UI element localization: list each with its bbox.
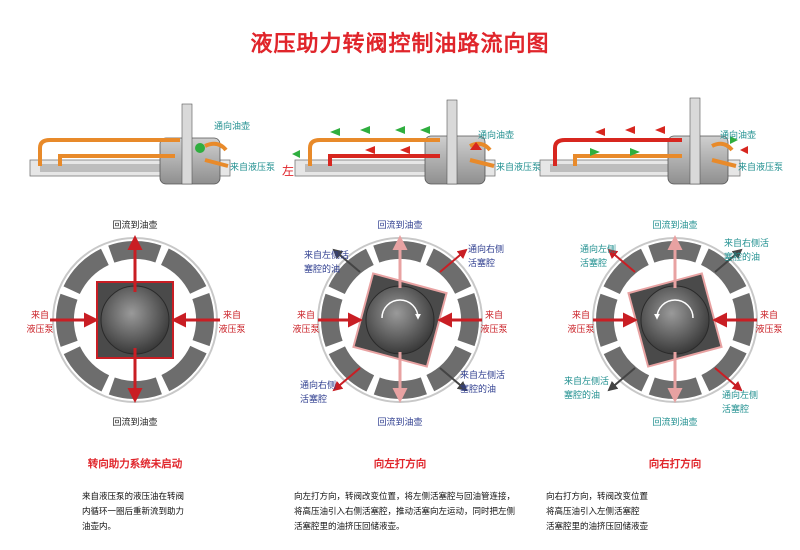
valve-3-right-label-2: 液压泵: [755, 323, 782, 335]
mech-1-return-label: 通向油壶: [214, 120, 250, 132]
description-2: 向左打方向，转阀改变位置，将左侧活塞腔与回油管连接， 将高压油引入右侧活塞腔，推…: [294, 490, 539, 535]
description-2-line-2: 将高压油引入右侧活塞腔，推动活塞向左运动，同时把左侧: [294, 507, 516, 517]
valve-3-left-label-2: 液压泵: [567, 323, 594, 335]
caption-3: 向右打方向: [648, 458, 702, 470]
valve-2-upper-left-label-2: 塞腔的油: [304, 263, 340, 275]
valve-2-lower-right-label-2: 塞腔的油: [460, 383, 496, 395]
valve-2-upper-left-label-1: 来自左侧活: [304, 249, 349, 261]
valve-3-top-label: 回流到油壶: [652, 219, 697, 231]
valve-2-bottom-label: 回流到油壶: [377, 416, 422, 428]
description-1-line-2: 内循环一圈后重新流到助力: [82, 507, 185, 517]
valve-2-upper-right-label-2: 活塞腔: [468, 257, 495, 269]
valve-1-top-label: 回流到油壶: [112, 219, 157, 231]
valve-2: [317, 235, 483, 403]
valve-3-upper-left-label-1: 通向左侧: [580, 243, 616, 255]
valve-2-lower-left-label-1: 通向右侧: [300, 379, 336, 391]
valve-2-right-label-2: 液压泵: [480, 323, 507, 335]
description-3-line-1: 向右打方向，转阀改变位置: [546, 492, 649, 502]
mechanism-2: [292, 99, 496, 185]
mech-3-return-label: 通向油壶: [720, 129, 756, 141]
valve-2-lower-right-label-1: 来自左侧活: [460, 369, 505, 381]
valve-3-upper-left-label-2: 活塞腔: [580, 257, 607, 269]
description-3-line-3: 活塞腔里的油挤压回储液壶: [546, 522, 649, 532]
description-1-line-3: 油壶内。: [82, 522, 117, 532]
valve-1-right-label-2: 液压泵: [218, 323, 245, 335]
flow-arrows-green-3: [590, 136, 738, 156]
caption-1: 转向助力系统未启动: [87, 458, 183, 470]
mech-2-return-label: 通向油壶: [478, 129, 514, 141]
valve-3: [592, 235, 758, 403]
valve-3-upper-right-label-2: 塞腔的油: [724, 251, 760, 263]
mech-3-supply-label: 来自液压泵: [738, 161, 783, 173]
page-title: 液压助力转阀控制油路流向图: [250, 32, 550, 57]
valve-3-left-label-1: 来自: [572, 309, 590, 321]
mech-1-supply-label: 来自液压泵: [230, 161, 275, 173]
valve-2-top-label: 回流到油壶: [377, 219, 422, 231]
valve-2-right-label-1: 来自: [485, 309, 503, 321]
description-2-line-1: 向左打方向，转阀改变位置，将左侧活塞腔与回油管连接，: [294, 492, 516, 502]
valve-1: [50, 235, 220, 403]
flow-arrows-red: [365, 142, 482, 154]
valve-1-right-label-1: 来自: [223, 309, 241, 321]
valve-2-upper-right-label-1: 通向右侧: [468, 243, 504, 255]
valve-3-upper-right-label-1: 来自右侧活: [724, 237, 769, 249]
valve-3-bottom-label: 回流到油壶: [652, 416, 697, 428]
mech-2-side-label: 左: [282, 163, 294, 178]
valve-3-lower-right-label-2: 活塞腔: [722, 403, 749, 415]
mech-2-supply-label: 来自液压泵: [496, 161, 541, 173]
valve-2-left-label-2: 液压泵: [292, 323, 319, 335]
mechanism-3: [539, 97, 748, 185]
valve-3-right-label-1: 来自: [760, 309, 778, 321]
caption-2: 向左打方向: [373, 458, 427, 470]
valve-2-left-label-1: 来自: [297, 309, 315, 321]
valve-2-lower-left-label-2: 活塞腔: [300, 393, 327, 405]
valve-3-lower-right-label-1: 通向左侧: [722, 389, 758, 401]
valve-1-bottom-label: 回流到油壶: [112, 416, 157, 428]
valve-1-left-label-2: 液压泵: [26, 323, 53, 335]
description-1-line-1: 来自液压泵的液压油在转阀: [82, 492, 185, 502]
valve-3-lower-left-label-2: 塞腔的油: [564, 389, 600, 401]
description-2-line-3: 活塞腔里的油挤压回储液壶。: [294, 522, 405, 532]
mechanism-1: [29, 103, 231, 185]
flow-arrows-red-3: [595, 126, 748, 154]
description-3: 向右打方向，转阀改变位置 将高压油引入左侧活塞腔 活塞腔里的油挤压回储液壶: [546, 490, 786, 535]
flow-arrows-green: [292, 126, 430, 158]
valve-3-lower-left-label-1: 来自左侧活: [564, 375, 609, 387]
description-1: 来自液压泵的液压油在转阀 内循环一圈后重新流到助力 油壶内。: [82, 490, 242, 535]
description-3-line-2: 将高压油引入左侧活塞腔: [546, 507, 640, 517]
valve-1-left-label-1: 来自: [31, 309, 49, 321]
